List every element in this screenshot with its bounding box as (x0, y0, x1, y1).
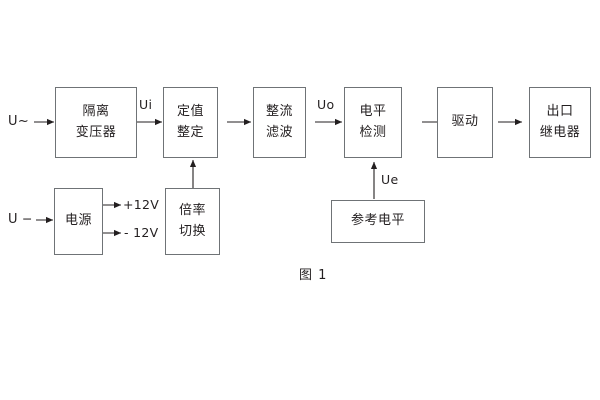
block-reference-level[interactable]: 参考电平 (331, 200, 425, 243)
block-isolation-transformer-line2: 变压器 (75, 124, 117, 140)
block-setting-value-line2: 整定 (176, 124, 204, 140)
label-input-dc-dash: − (22, 211, 33, 226)
block-isolation-transformer-line1: 隔离 (82, 104, 110, 120)
block-power-supply-line1: 电源 (64, 213, 92, 229)
block-power-supply[interactable]: 电源 (54, 188, 103, 255)
block-drive-line1: 驱动 (451, 114, 479, 130)
block-output-relay-line2: 继电器 (539, 124, 581, 140)
label-input-dc: U (8, 212, 18, 227)
block-output-relay-line1: 出口 (546, 104, 574, 120)
block-setting-value-line1: 定值 (176, 104, 204, 120)
block-multiplier-switch-line1: 倍率 (178, 203, 206, 219)
block-multiplier-switch[interactable]: 倍率 切换 (165, 188, 220, 255)
label-rail-positive: +12V (123, 197, 160, 212)
label-ue: Ue (381, 172, 399, 187)
block-isolation-transformer[interactable]: 隔离 变压器 (55, 87, 137, 158)
block-level-detect-line1: 电平 (359, 104, 387, 120)
block-multiplier-switch-line2: 切换 (178, 223, 206, 239)
block-level-detect[interactable]: 电平 检测 (344, 87, 402, 158)
block-rectify-filter-line1: 整流 (265, 104, 293, 120)
block-reference-level-line1: 参考电平 (350, 213, 405, 229)
label-input-ac: U~ (8, 114, 30, 129)
block-output-relay[interactable]: 出口 继电器 (529, 87, 591, 158)
block-rectify-filter[interactable]: 整流 滤波 (253, 87, 306, 158)
block-rectify-filter-line2: 滤波 (265, 124, 293, 140)
label-uo: Uo (317, 97, 335, 112)
label-rail-negative: - 12V (124, 225, 159, 240)
block-setting-value[interactable]: 定值 整定 (163, 87, 218, 158)
block-level-detect-line2: 检测 (359, 124, 387, 140)
figure-caption: 图 1 (299, 268, 328, 283)
block-drive[interactable]: 驱动 (437, 87, 493, 158)
label-ui: Ui (139, 97, 153, 112)
